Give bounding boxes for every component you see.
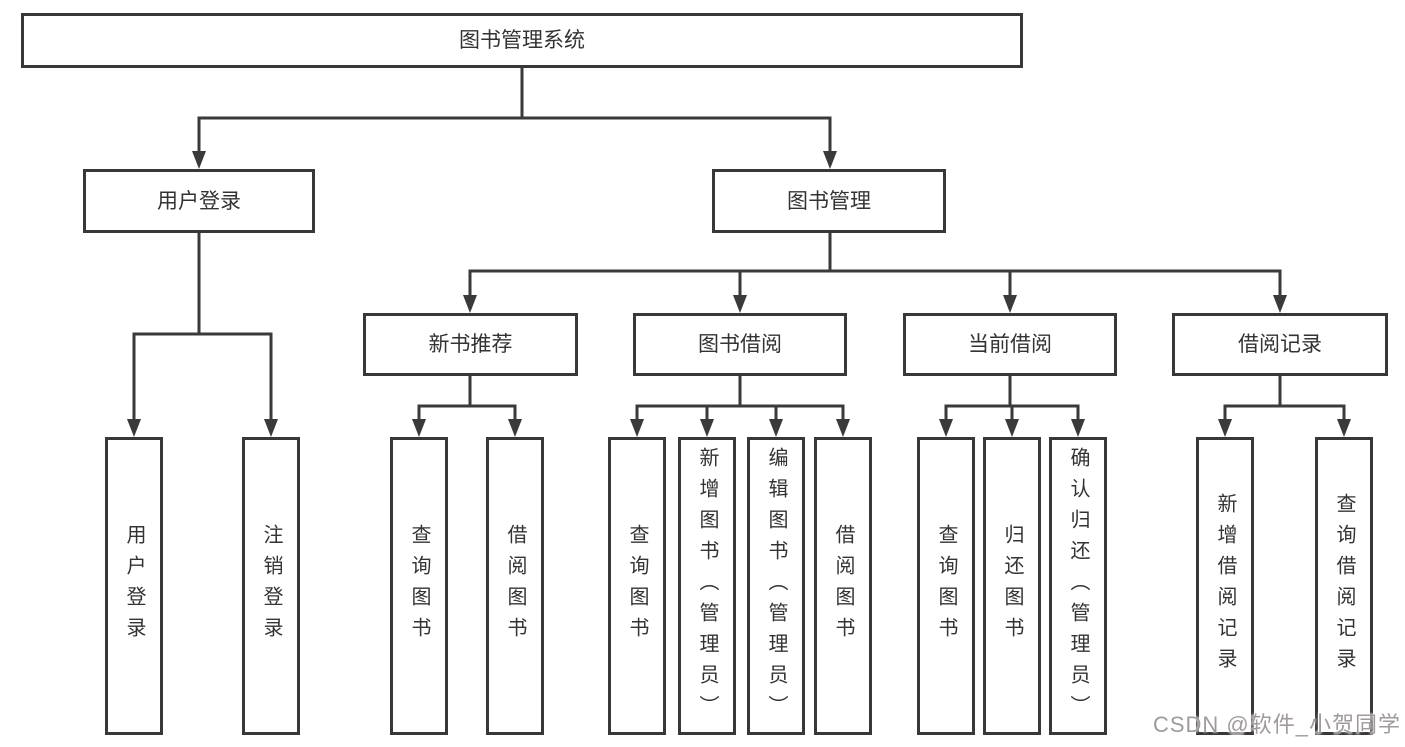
leaf-logout-label: 注销登录 [260, 524, 282, 648]
csdn-watermark: CSDN @软件_小贺同学 [1152, 712, 1401, 737]
leaf-br-query-record: 查询借阅记录 [1315, 437, 1373, 735]
node-user-login: 用户登录 [83, 169, 315, 233]
node-root-label: 图书管理系统 [459, 29, 585, 52]
node-book-borrow: 图书借阅 [633, 313, 847, 376]
node-new-book-recommend-label: 新书推荐 [428, 333, 513, 356]
node-book-borrow-label: 图书借阅 [698, 333, 782, 356]
node-root: 图书管理系统 [21, 13, 1023, 68]
leaf-bb-edit-books: 编辑图书（管理员） [747, 437, 805, 735]
leaf-rec-borrow-books: 借阅图书 [486, 437, 544, 735]
node-borrow-records-label: 借阅记录 [1238, 333, 1322, 356]
leaf-br-add-record: 新增借阅记录 [1196, 437, 1254, 735]
leaf-cb-confirm-return-label: 确认归还（管理员） [1067, 446, 1089, 726]
leaf-bb-query-books: 查询图书 [608, 437, 666, 735]
leaf-bb-add-books-label: 新增图书（管理员） [696, 446, 718, 726]
node-borrow-records: 借阅记录 [1172, 313, 1388, 376]
leaf-cb-return-books: 归还图书 [983, 437, 1041, 735]
arrowheads [127, 151, 1351, 437]
leaf-br-query-record-label: 查询借阅记录 [1333, 493, 1355, 679]
leaf-bb-query-books-label: 查询图书 [626, 524, 648, 648]
leaf-cb-return-books-label: 归还图书 [1001, 524, 1023, 648]
node-user-login-label: 用户登录 [157, 189, 241, 213]
leaf-bb-borrow-books: 借阅图书 [814, 437, 872, 735]
node-new-book-recommend: 新书推荐 [363, 313, 578, 376]
leaf-user-login-label: 用户登录 [123, 524, 145, 648]
leaf-rec-borrow-books-label: 借阅图书 [504, 524, 526, 648]
node-current-borrow: 当前借阅 [903, 313, 1117, 376]
leaf-br-add-record-label: 新增借阅记录 [1214, 493, 1236, 679]
leaf-cb-query-books-label: 查询图书 [935, 524, 957, 648]
node-current-borrow-label: 当前借阅 [968, 333, 1052, 356]
leaf-cb-confirm-return: 确认归还（管理员） [1049, 437, 1107, 735]
leaf-bb-add-books: 新增图书（管理员） [678, 437, 736, 735]
leaf-rec-query-books-label: 查询图书 [408, 524, 430, 648]
leaf-bb-edit-books-label: 编辑图书（管理员） [765, 446, 787, 726]
leaf-user-login: 用户登录 [105, 437, 163, 735]
leaf-rec-query-books: 查询图书 [390, 437, 448, 735]
node-book-management: 图书管理 [712, 169, 946, 233]
leaf-bb-borrow-books-label: 借阅图书 [832, 524, 854, 648]
leaf-logout: 注销登录 [242, 437, 300, 735]
node-book-management-label: 图书管理 [787, 189, 871, 213]
leaf-cb-query-books: 查询图书 [917, 437, 975, 735]
